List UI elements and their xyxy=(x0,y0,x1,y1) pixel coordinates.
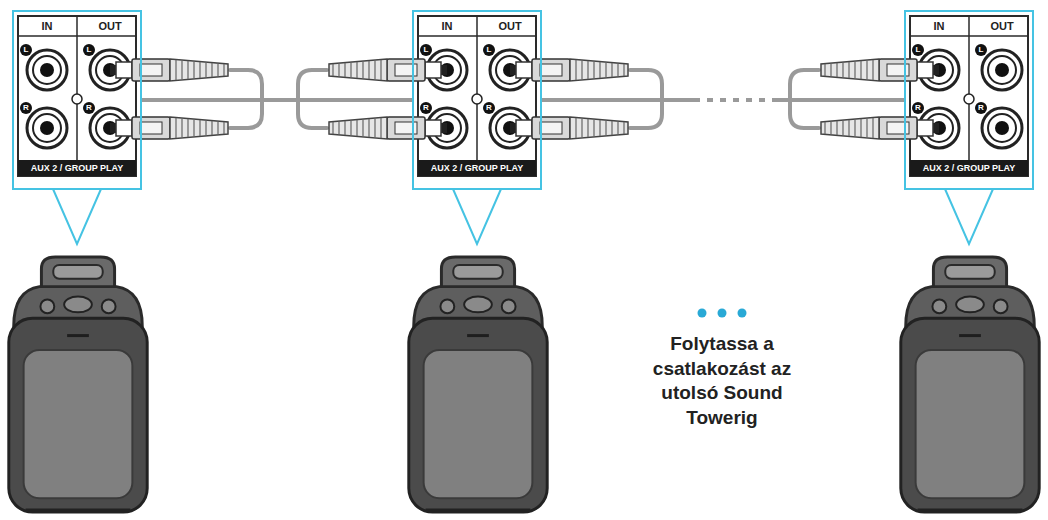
channel-letter: R xyxy=(978,104,984,112)
rca-plug xyxy=(329,117,447,139)
port-heading: OUT xyxy=(98,21,121,32)
callout-tail xyxy=(945,189,993,244)
channel-marker: R xyxy=(83,102,95,114)
audio-cable xyxy=(630,70,662,100)
audio-cable xyxy=(298,100,327,128)
audio-cable xyxy=(298,70,327,100)
panel-band: AUX 2 / GROUP PLAY xyxy=(418,160,536,176)
audio-cable xyxy=(142,98,412,102)
channel-letter: R xyxy=(86,104,92,112)
channel-letter: R xyxy=(23,104,29,112)
channel-letter: L xyxy=(487,46,492,54)
port-heading: OUT xyxy=(498,21,521,32)
channel-marker: R xyxy=(912,102,924,114)
band-text: AUX 2 / GROUP PLAY xyxy=(923,164,1016,173)
channel-letter: L xyxy=(424,46,429,54)
panel-art xyxy=(904,10,1034,190)
port-heading: IN xyxy=(934,21,945,32)
sound-tower-speaker xyxy=(901,257,1039,512)
port-heading: IN xyxy=(442,21,453,32)
panel-art xyxy=(12,10,142,190)
callout-tail xyxy=(53,189,101,244)
panel-band: AUX 2 / GROUP PLAY xyxy=(18,160,136,176)
rca-plug xyxy=(110,117,228,139)
port-heading: IN xyxy=(42,21,53,32)
rca-plug xyxy=(821,117,939,139)
panel-art xyxy=(412,10,542,190)
rca-plug xyxy=(110,59,939,139)
continuation-dots xyxy=(738,309,747,318)
audio-cable xyxy=(630,100,662,128)
channel-marker: L xyxy=(483,44,495,56)
audio-cable xyxy=(230,100,262,128)
audio-cable xyxy=(230,70,262,100)
channel-marker: R xyxy=(20,102,32,114)
channel-letter: L xyxy=(87,46,92,54)
callout-tail xyxy=(53,189,993,244)
channel-marker: L xyxy=(912,44,924,56)
instruction-note: Folytassa a csatlakozást az utolsó Sound… xyxy=(637,332,807,431)
channel-marker: R xyxy=(975,102,987,114)
channel-letter: L xyxy=(979,46,984,54)
channel-marker: L xyxy=(83,44,95,56)
audio-cable xyxy=(790,70,819,100)
port-heading: OUT xyxy=(990,21,1013,32)
channel-marker: L xyxy=(975,44,987,56)
connector-panel: IN OUT L L R R AUX 2 / GROUP PLAY xyxy=(412,10,542,190)
rca-plug xyxy=(821,59,939,81)
band-text: AUX 2 / GROUP PLAY xyxy=(431,164,524,173)
sound-tower-speaker xyxy=(9,257,1039,512)
connector-panel: IN OUT L L R R AUX 2 / GROUP PLAY xyxy=(12,10,142,190)
connector-panel: IN OUT L L R R AUX 2 / GROUP PLAY xyxy=(904,10,1034,190)
channel-letter: L xyxy=(24,46,29,54)
audio-cable xyxy=(542,98,904,102)
audio-cable xyxy=(790,100,819,128)
channel-letter: R xyxy=(423,104,429,112)
rca-plug xyxy=(110,59,228,81)
channel-letter: R xyxy=(915,104,921,112)
sound-tower-speaker xyxy=(409,257,547,512)
channel-marker: L xyxy=(20,44,32,56)
channel-marker: L xyxy=(420,44,432,56)
rca-plug xyxy=(329,59,447,81)
channel-letter: L xyxy=(916,46,921,54)
rca-plug xyxy=(510,59,628,81)
continuation-dots xyxy=(698,309,747,318)
channel-marker: R xyxy=(420,102,432,114)
panel-band: AUX 2 / GROUP PLAY xyxy=(910,160,1028,176)
channel-marker: R xyxy=(483,102,495,114)
continuation-dots xyxy=(718,309,727,318)
sound-tower-speaker xyxy=(9,257,147,512)
rca-plug xyxy=(510,117,628,139)
panel-art xyxy=(12,10,1034,190)
continuation-dots xyxy=(698,309,707,318)
band-text: AUX 2 / GROUP PLAY xyxy=(31,164,124,173)
callout-tail xyxy=(453,189,501,244)
channel-letter: R xyxy=(486,104,492,112)
